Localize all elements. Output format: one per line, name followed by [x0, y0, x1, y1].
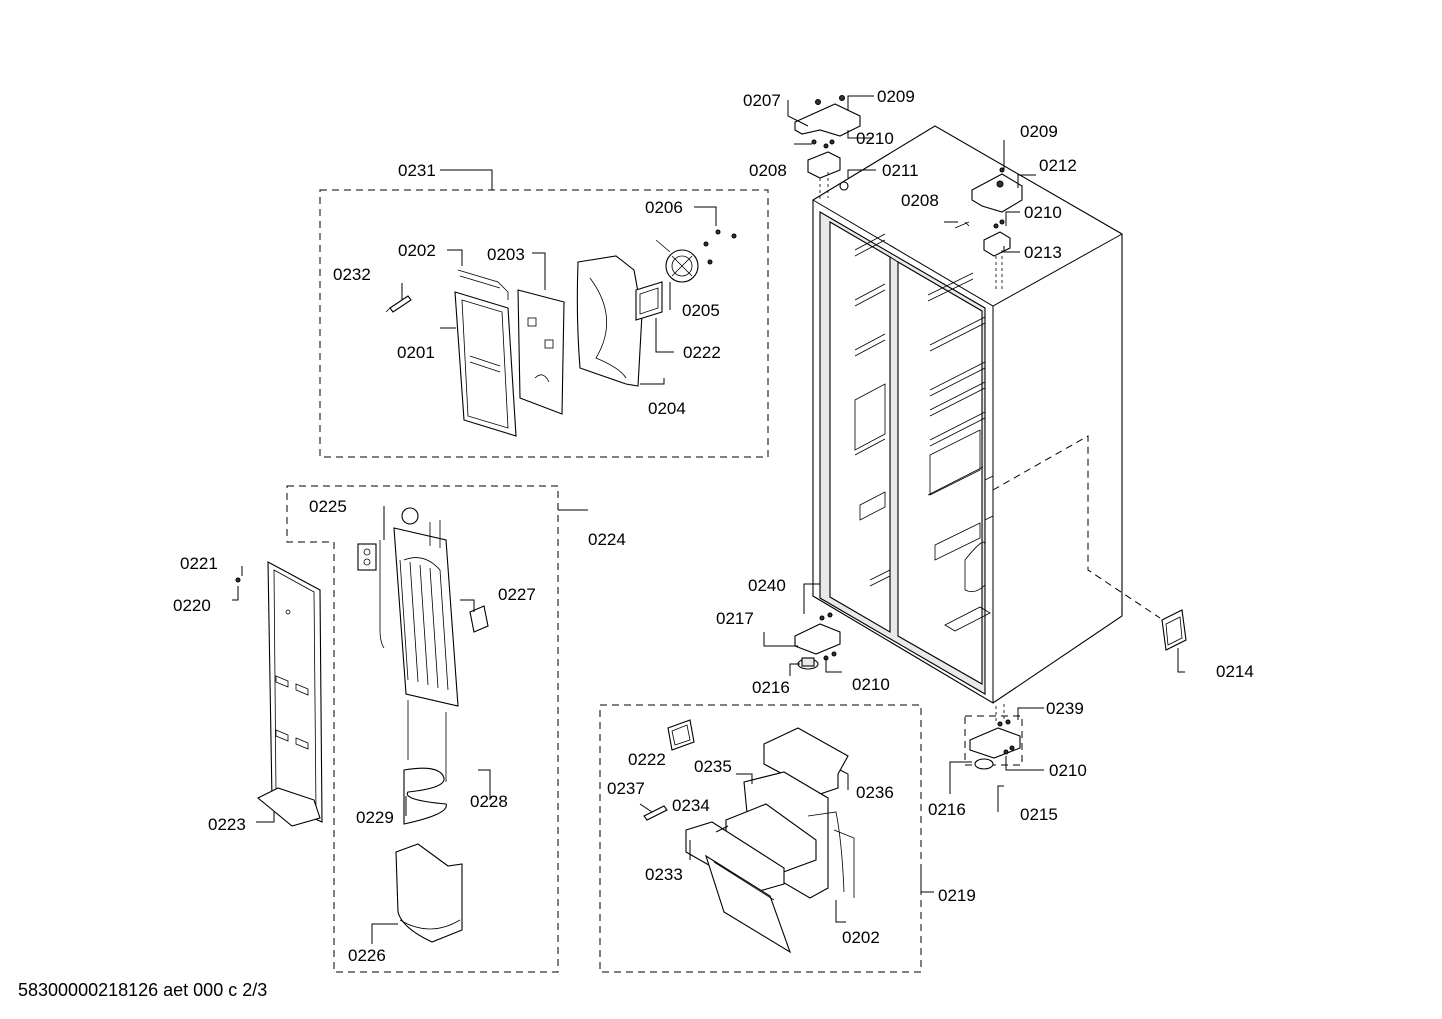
- label-0214: 0214: [1216, 662, 1254, 681]
- label-0216-left: 0216: [752, 678, 790, 697]
- label-0217: 0217: [716, 609, 754, 628]
- label-0239: 0239: [1046, 699, 1084, 718]
- label-0220: 0220: [173, 596, 211, 615]
- refrigerator-cabinet: [812, 125, 1161, 704]
- part-0226-drain-tray: [395, 843, 463, 943]
- part-0201-cover: [454, 291, 517, 437]
- part-0202-frame: [457, 269, 509, 300]
- part-0223-rear-panel: [235, 561, 323, 827]
- label-0211: 0211: [882, 161, 919, 180]
- label-0210-right: 0210: [1024, 203, 1062, 222]
- label-0203: 0203: [487, 245, 525, 264]
- part-0229-heater: [403, 767, 447, 825]
- part-0232-sensor: [385, 295, 412, 313]
- label-0213: 0213: [1024, 243, 1062, 262]
- label-0210-top: 0210: [856, 129, 894, 148]
- label-0210-right-bottom: 0210: [1049, 761, 1087, 780]
- part-0225-controller: [357, 540, 385, 649]
- label-0205: 0205: [682, 301, 720, 320]
- group-box-0215: [964, 715, 1023, 766]
- label-0208-left: 0208: [749, 161, 787, 180]
- document-footer: 58300000218126 aet 000 c 2/3: [18, 980, 268, 1000]
- leader-lines: [232, 95, 1185, 944]
- label-0204: 0204: [648, 399, 686, 418]
- part-0222-gasket: [667, 719, 695, 751]
- label-0233: 0233: [645, 865, 683, 884]
- group-box-0224: [286, 485, 559, 973]
- label-0231: 0231: [398, 161, 436, 180]
- label-0236: 0236: [856, 783, 894, 802]
- label-0215: 0215: [1020, 805, 1058, 824]
- label-0212: 0212: [1039, 156, 1077, 175]
- part-0236-cover: [763, 727, 849, 795]
- label-0237: 0237: [607, 779, 645, 798]
- label-0224: 0224: [588, 530, 626, 549]
- part-0205-fan: [655, 229, 737, 283]
- bottom-hinge-right: [969, 704, 1021, 770]
- label-0226: 0226: [348, 946, 386, 965]
- label-0201: 0201: [397, 343, 435, 362]
- label-0216-right: 0216: [928, 800, 966, 819]
- label-0235: 0235: [694, 757, 732, 776]
- part-labels: 0231 0232 0202 0203 0201 0206 0205 0222 …: [173, 87, 1254, 965]
- part-0203-panel: [517, 289, 565, 415]
- label-0219: 0219: [938, 886, 976, 905]
- part-0237-switch: [643, 805, 668, 821]
- part-0233-front-panel: [685, 821, 792, 954]
- label-0209-left: 0209: [877, 87, 915, 106]
- label-0225: 0225: [309, 497, 347, 516]
- label-0221: 0221: [180, 554, 218, 573]
- label-0222-top: 0222: [683, 343, 721, 362]
- label-0202: 0202: [398, 241, 436, 260]
- part-0227-fuse: [469, 605, 489, 633]
- label-0232: 0232: [333, 265, 371, 284]
- label-0227: 0227: [498, 585, 536, 604]
- label-0202-bottom: 0202: [842, 928, 880, 947]
- label-0229: 0229: [356, 808, 394, 827]
- bottom-hinge-left: [794, 612, 841, 670]
- label-0208-right: 0208: [901, 191, 939, 210]
- label-0234: 0234: [672, 796, 710, 815]
- label-0210-left-bottom: 0210: [852, 675, 890, 694]
- part-0204-fan-housing: [576, 255, 663, 387]
- group-box-0231: [319, 189, 769, 458]
- label-0209-right: 0209: [1020, 122, 1058, 141]
- label-0207: 0207: [743, 91, 781, 110]
- group-box-0219: [599, 704, 922, 973]
- label-0206: 0206: [645, 198, 683, 217]
- part-0214-cover: [1161, 609, 1187, 651]
- part-0228-evaporator: [393, 507, 459, 782]
- label-0222-bottom: 0222: [628, 750, 666, 769]
- top-hinge-left: [794, 95, 861, 202]
- label-0223: 0223: [208, 815, 246, 834]
- label-0240: 0240: [748, 576, 786, 595]
- label-0228: 0228: [470, 792, 508, 811]
